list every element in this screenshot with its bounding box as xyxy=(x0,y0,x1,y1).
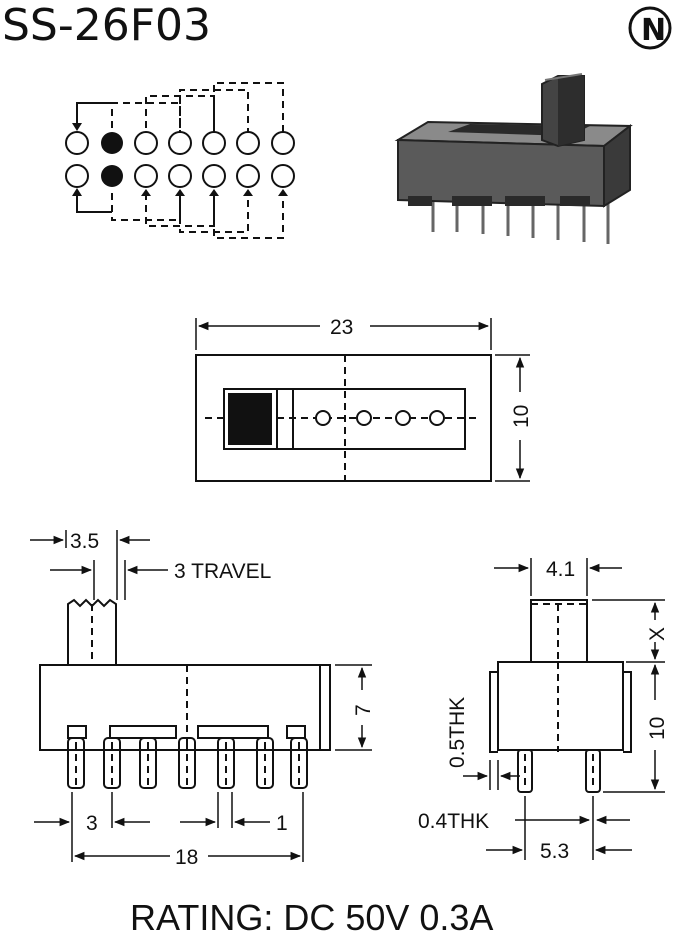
switching-schematic xyxy=(65,82,295,239)
pin-pitch-label: 3 xyxy=(86,812,98,835)
brand-logo: N xyxy=(628,6,672,50)
bracket-thickness-label: 0.5THK xyxy=(446,697,469,768)
end-lever-label: 4.1 xyxy=(546,558,575,581)
top-width-label: 23 xyxy=(330,316,353,339)
x-label: X xyxy=(646,627,669,641)
pin-thickness-label: 0.4THK xyxy=(418,810,489,833)
pin-span-label: 18 xyxy=(175,846,198,869)
pin-span-5-3-label: 5.3 xyxy=(540,840,569,863)
travel-label: 3 TRAVEL xyxy=(174,560,271,583)
side-height-label: 7 xyxy=(352,704,375,716)
pin-width-label: 1 xyxy=(276,812,288,835)
part-number-title: SS-26F03 xyxy=(2,0,211,51)
top-view-drawing xyxy=(195,318,530,482)
svg-text:N: N xyxy=(641,13,666,48)
side-view-drawing xyxy=(30,530,372,862)
rating-text: RATING: DC 50V 0.3A xyxy=(130,897,493,938)
end-view-drawing xyxy=(463,558,665,860)
lever-width-label: 3.5 xyxy=(70,530,99,553)
top-height-label: 10 xyxy=(510,405,533,428)
switch-3d-illustration xyxy=(394,73,633,244)
end-height-label: 10 xyxy=(646,717,669,740)
